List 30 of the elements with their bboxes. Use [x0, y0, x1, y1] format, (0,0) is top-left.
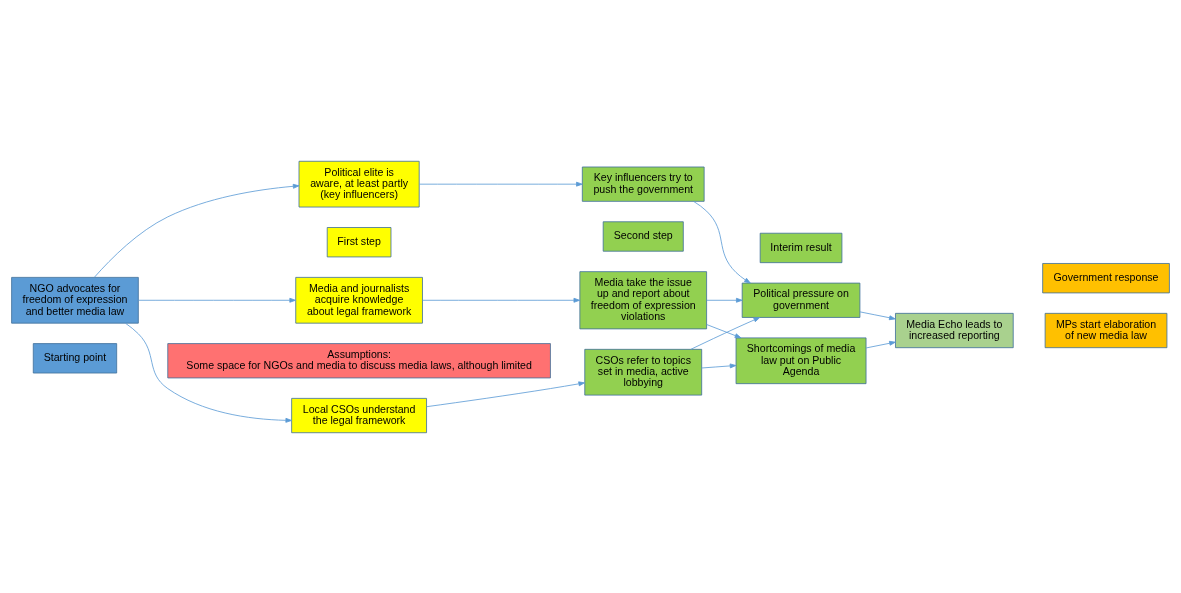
- node-box: Second step: [602, 220, 684, 252]
- arrow: [706, 297, 743, 303]
- node-box: Key influencers try to push the government: [581, 166, 705, 202]
- node-box: NGO advocates for freedom of expression and better media law: [11, 276, 139, 324]
- node-box: Government response: [1042, 262, 1170, 293]
- arrow: [701, 363, 737, 368]
- arrow: [706, 323, 742, 338]
- node-box: Interim result: [759, 232, 843, 263]
- arrow: [125, 322, 292, 423]
- node-box: Media take the issue up and report about freedom of expression violations: [579, 270, 707, 329]
- arrow: [94, 183, 300, 278]
- arrow: [859, 310, 896, 320]
- node-box: Media and journalists acquire knowledge about legal framework: [295, 276, 423, 324]
- node-box: Starting point: [32, 342, 118, 373]
- arrow: [422, 297, 581, 303]
- node-box: Political pressure on government: [741, 282, 861, 318]
- node-box: Media Echo leads to increased reporting: [895, 312, 1014, 348]
- node-box: First step: [326, 226, 392, 257]
- arrow: [865, 340, 896, 348]
- arrow: [419, 181, 583, 187]
- node-box: Assumptions: Some space for NGOs and media to discuss media laws, although limited: [167, 342, 551, 378]
- arrow: [693, 200, 751, 283]
- arrow: [138, 297, 296, 303]
- node-box: MPs start elaboration of new media law: [1044, 312, 1168, 348]
- node-box: Political elite is aware, at least partly (key influencers): [298, 160, 420, 207]
- node-box: Local CSOs understand the legal framework: [291, 397, 427, 433]
- arrow: [426, 380, 585, 407]
- node-box: CSOs refer to topics set in media, active lobbying: [584, 348, 703, 396]
- arrow: [690, 316, 761, 350]
- node-box: Shortcomings of media law put on Public Agenda: [735, 336, 867, 384]
